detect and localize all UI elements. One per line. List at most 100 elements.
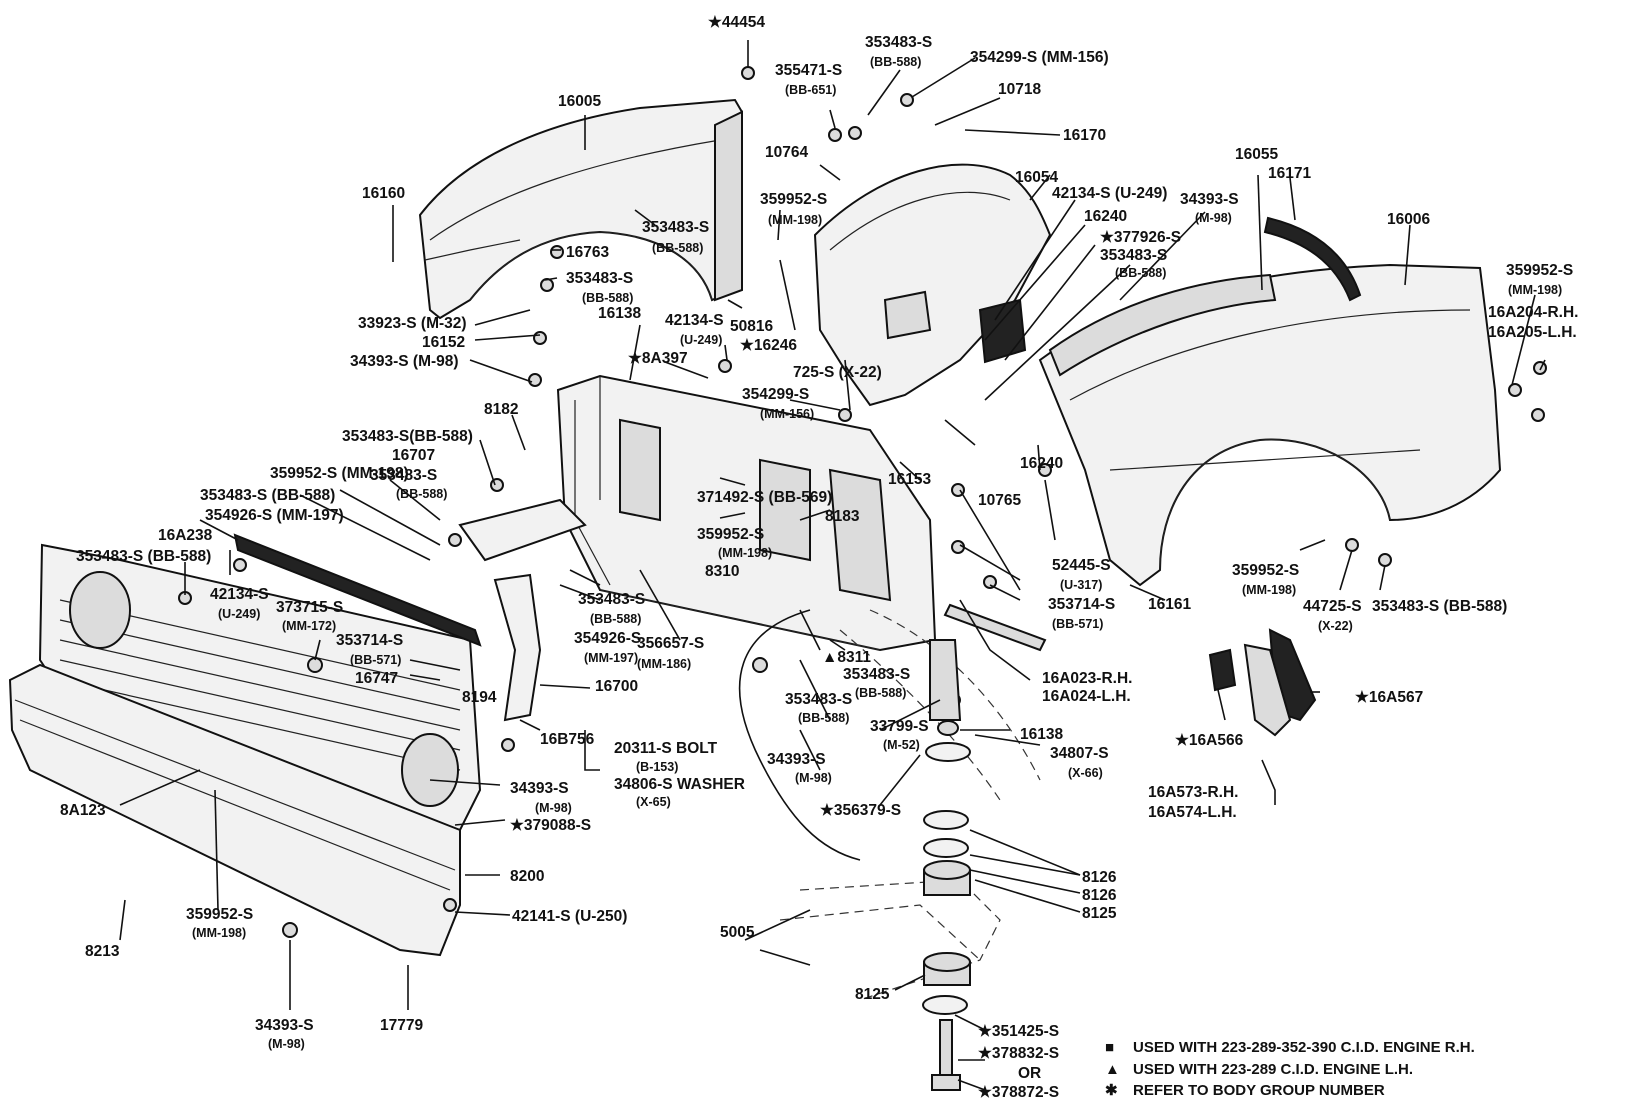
label: (BB-588) xyxy=(855,686,906,700)
support-bracket xyxy=(458,498,587,562)
label: ★351425-S xyxy=(978,1023,1059,1040)
label: (MM-172) xyxy=(282,619,336,633)
label: 353714-S xyxy=(1048,596,1115,613)
label: (MM-198) xyxy=(192,926,246,940)
label: 16152 xyxy=(422,334,465,351)
label: 353483-S xyxy=(843,666,910,683)
label: 44725-S xyxy=(1303,598,1362,615)
label: (MM-197) xyxy=(584,651,638,665)
label: 8310 xyxy=(705,563,739,580)
label: ★16A567 xyxy=(1355,689,1423,706)
label: ★378872-S xyxy=(978,1084,1059,1099)
label: 16170 xyxy=(1063,127,1106,144)
label: 16171 xyxy=(1268,165,1311,182)
label: 353714-S xyxy=(336,632,403,649)
label: 371492-S (BB-569) xyxy=(697,489,832,506)
label: (MM-198) xyxy=(1508,283,1562,297)
label: 353483-S xyxy=(370,467,437,484)
label: (BB-571) xyxy=(1052,617,1103,631)
legend-text: REFER TO BODY GROUP NUMBER xyxy=(1133,1082,1385,1099)
label: 42134-S xyxy=(210,586,269,603)
label: 353483-S xyxy=(785,691,852,708)
legend-symbol-triangle: ▲ xyxy=(1105,1061,1120,1078)
label: (BB-588) xyxy=(870,55,921,69)
label: 353483-S xyxy=(1100,247,1167,264)
label: 8200 xyxy=(510,868,544,885)
label: 353483-S (BB-588) xyxy=(1372,598,1507,615)
left-front-fender xyxy=(418,98,744,320)
label: (U-249) xyxy=(680,333,722,347)
right-front-fender xyxy=(1038,216,1502,587)
label: (MM-198) xyxy=(718,546,772,560)
label: 359952-S xyxy=(186,906,253,923)
label: 16A573-R.H. xyxy=(1148,784,1238,801)
label: 16A574-L.H. xyxy=(1148,804,1237,821)
label: 5005 xyxy=(720,924,755,941)
label: 8126 xyxy=(1082,887,1117,904)
label: (BB-588) xyxy=(396,487,447,501)
legend-symbol-square: ■ xyxy=(1105,1039,1114,1056)
label: (MM-198) xyxy=(768,213,822,227)
label: (U-317) xyxy=(1060,578,1102,592)
label: 42141-S (U-250) xyxy=(512,908,627,925)
label: 16054 xyxy=(1015,169,1058,186)
small-seal xyxy=(1208,648,1237,692)
front-bumper xyxy=(8,663,461,957)
label: (X-65) xyxy=(636,795,671,809)
label: ★8A397 xyxy=(628,350,688,367)
label: 33923-S (M-32) xyxy=(358,315,467,332)
label: (X-66) xyxy=(1068,766,1103,780)
splash-shield xyxy=(943,603,1047,652)
label: 373715-S xyxy=(276,599,343,616)
label: 34806-S WASHER xyxy=(614,776,745,793)
label: (BB-588) xyxy=(582,291,633,305)
label: 17779 xyxy=(380,1017,423,1034)
label: 353483-S (BB-588) xyxy=(200,487,335,504)
label: 10764 xyxy=(765,144,808,161)
label: 8A123 xyxy=(60,802,106,819)
label: ★16246 xyxy=(740,337,797,354)
label: ★16A566 xyxy=(1175,732,1244,749)
grille-bracket xyxy=(493,573,542,722)
label: 33799-S xyxy=(870,718,929,735)
label: 34807-S xyxy=(1050,745,1109,762)
label: 725-S (X-22) xyxy=(793,364,882,381)
label: 42134-S xyxy=(665,312,724,329)
legend-text: USED WITH 223-289 C.I.D. ENGINE L.H. xyxy=(1133,1061,1413,1078)
label: 16763 xyxy=(566,244,609,261)
label: 359952-S xyxy=(697,526,764,543)
label: 34393-S xyxy=(767,751,826,768)
label: 16B756 xyxy=(540,731,595,748)
label: (MM-186) xyxy=(637,657,691,671)
label: 359952-S xyxy=(760,191,827,208)
label: 354299-S (MM-156) xyxy=(970,49,1109,66)
inner-fender-apron xyxy=(813,163,1052,407)
label: (MM-156) xyxy=(760,407,814,421)
leader-lines xyxy=(119,40,1546,1091)
mount-insulator-stack xyxy=(922,639,971,1091)
label: 359952-S (MM-198) xyxy=(270,465,409,482)
label: 353483-S xyxy=(865,34,932,51)
label: 8183 xyxy=(825,508,860,525)
label: 359952-S xyxy=(1232,562,1299,579)
label: ★356379-S xyxy=(820,802,901,819)
label: (M-98) xyxy=(535,801,572,815)
label: (U-249) xyxy=(218,607,260,621)
label: ★377926-S xyxy=(1100,229,1181,246)
grille-upper-seal xyxy=(233,533,482,647)
label: 52445-S xyxy=(1052,557,1111,574)
label: (MM-198) xyxy=(1242,583,1296,597)
label: 8125 xyxy=(855,986,890,1003)
label: ★44454 xyxy=(708,14,765,31)
fender-seal-retainer xyxy=(1243,643,1292,737)
label: 353483-S (BB-588) xyxy=(76,548,211,565)
label: ★379088-S xyxy=(510,817,591,834)
label: 34393-S (M-98) xyxy=(350,353,459,370)
label: (B-153) xyxy=(636,760,678,774)
label: 16006 xyxy=(1387,211,1430,228)
label: OR xyxy=(1018,1065,1041,1082)
label: 16747 xyxy=(355,670,398,687)
label: 16138 xyxy=(598,305,641,322)
label: (M-98) xyxy=(795,771,832,785)
